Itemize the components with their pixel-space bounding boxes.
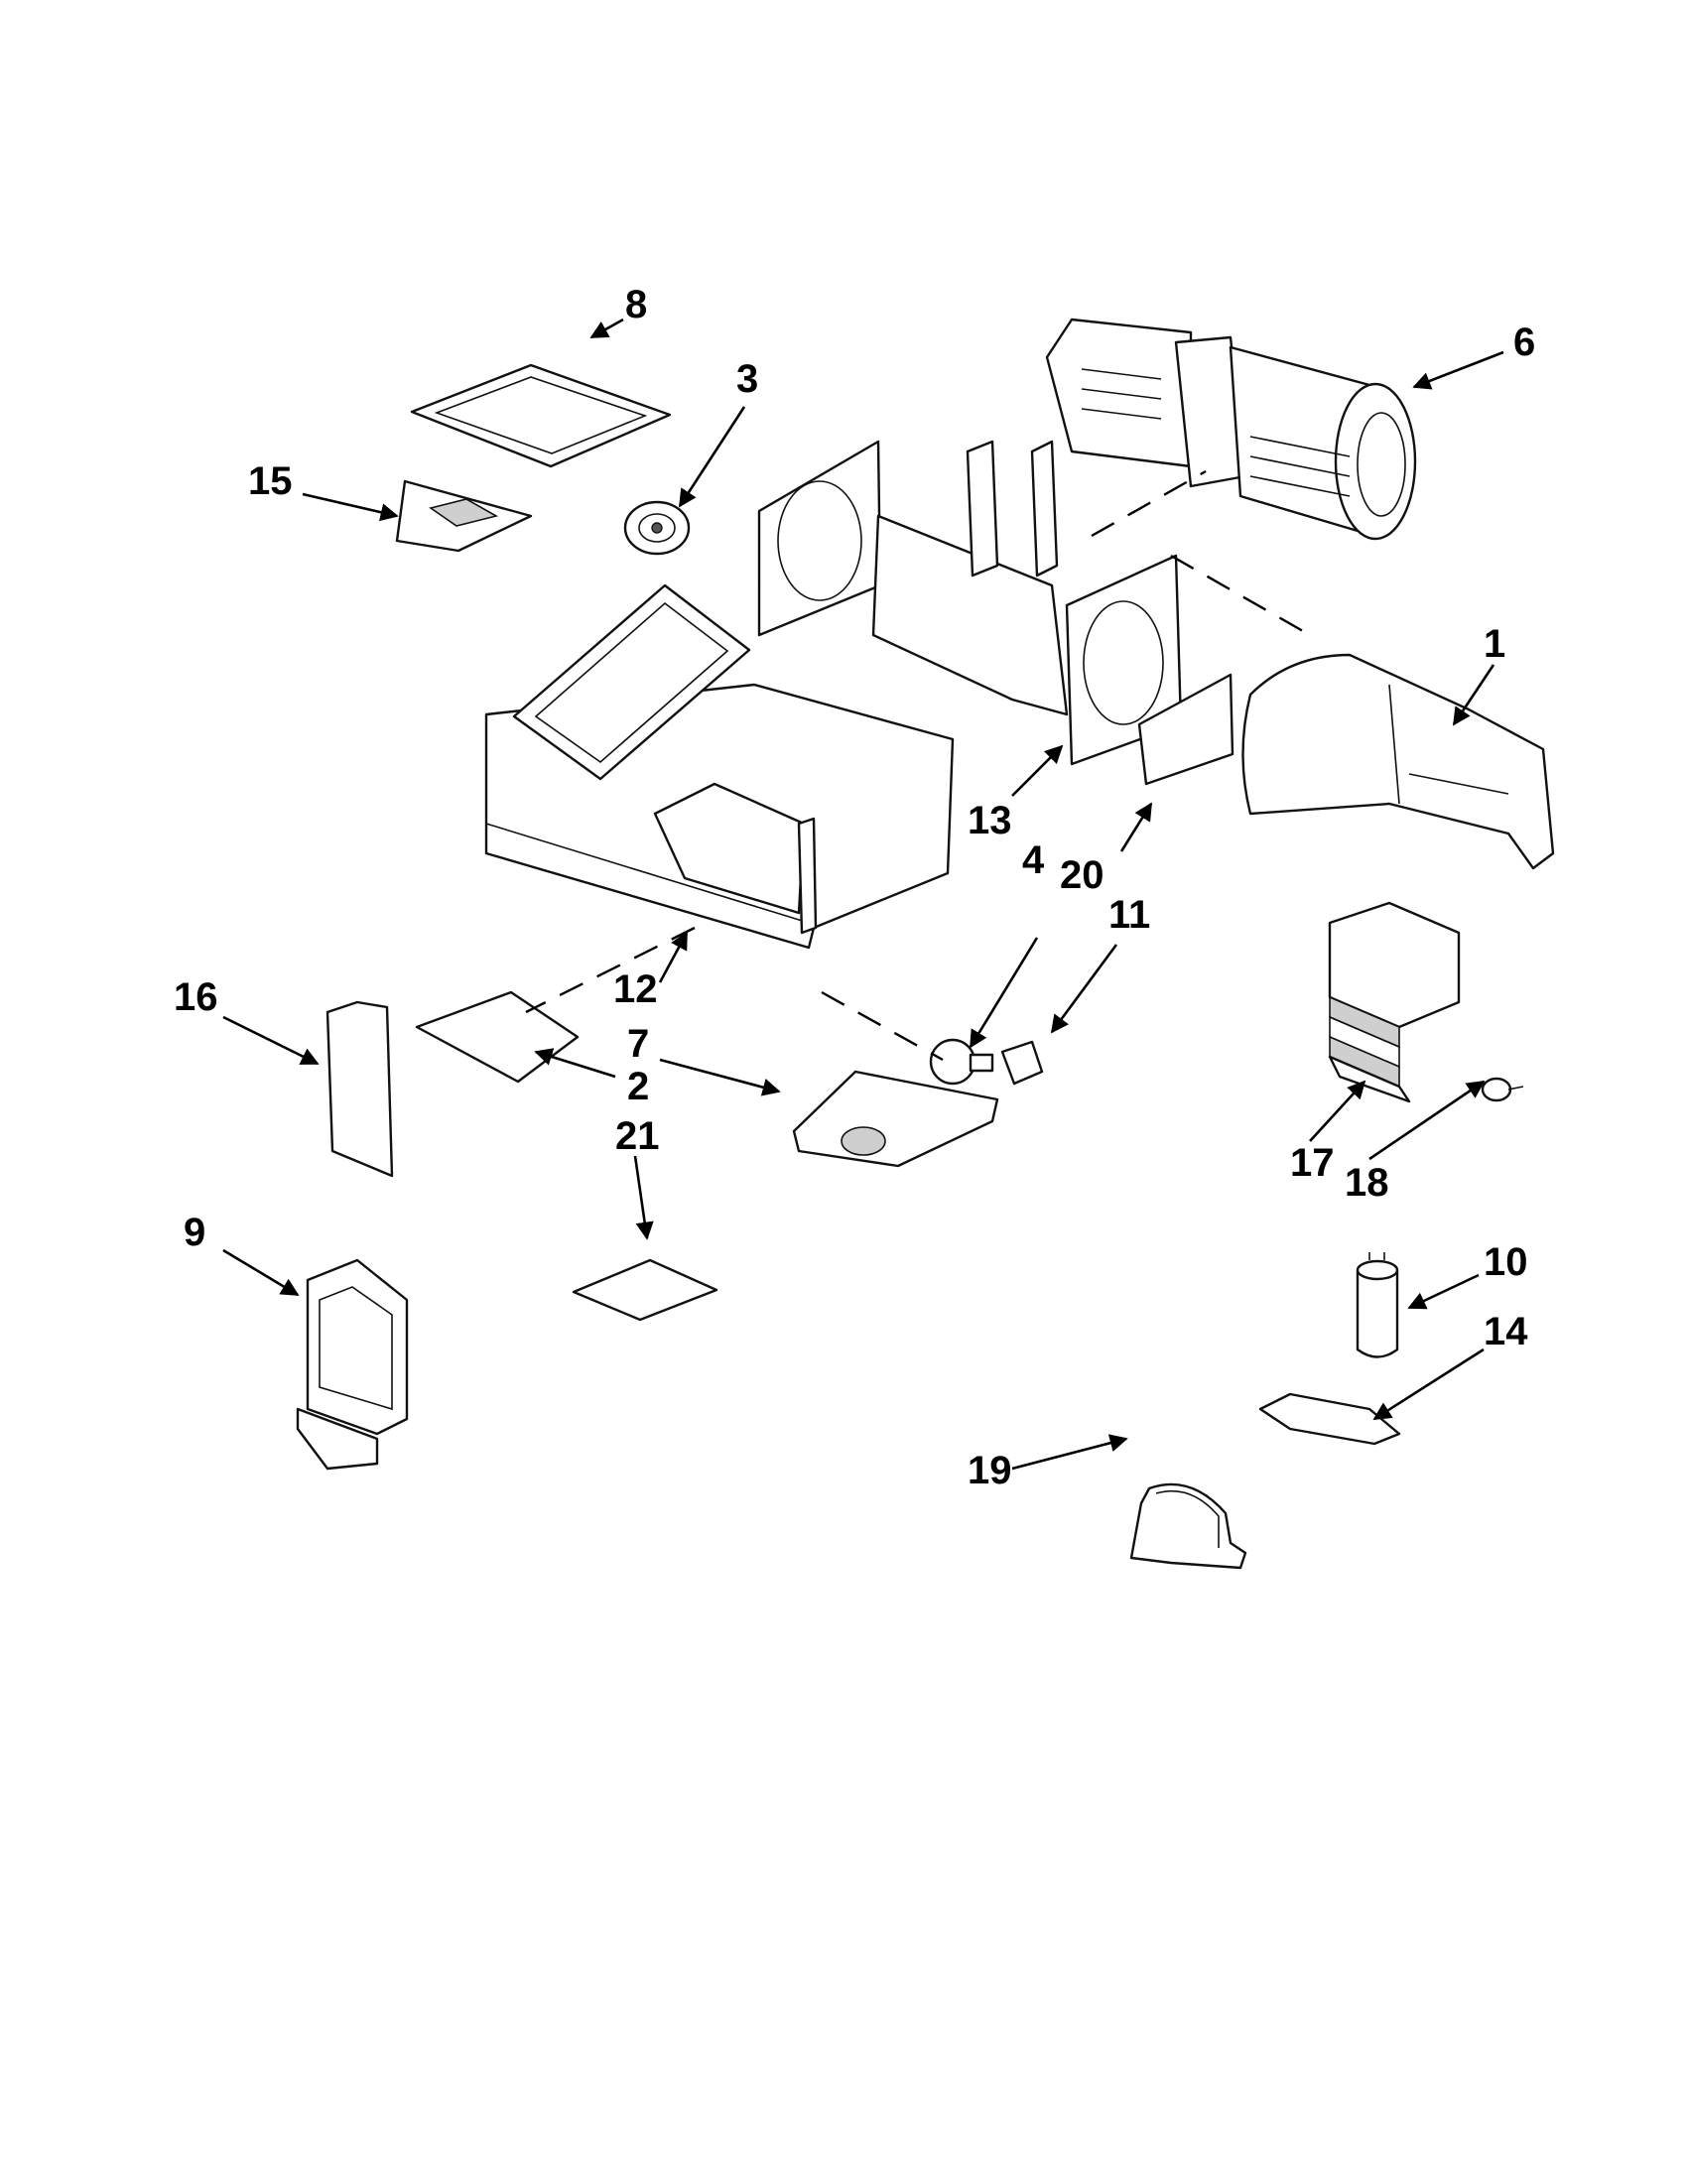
callout-20: 20 — [1060, 853, 1104, 897]
part-13-blower-housing-frame[interactable] — [757, 440, 1183, 766]
part-15-charcoal-filter[interactable] — [395, 479, 533, 553]
part-8-filter-frame[interactable] — [410, 363, 672, 468]
part-17-transformer[interactable] — [1328, 901, 1461, 1103]
callout-7: 7 — [627, 1022, 649, 1066]
callout-19: 19 — [968, 1449, 1012, 1492]
callout-18: 18 — [1345, 1161, 1389, 1205]
part-11-lamp-socket[interactable] — [1000, 1040, 1044, 1086]
part-14-capacitor-bracket[interactable] — [1258, 1392, 1401, 1446]
part-4-lamp[interactable] — [929, 1038, 994, 1086]
callout-16: 16 — [174, 975, 218, 1019]
callout-14: 14 — [1484, 1310, 1528, 1353]
callout-10: 10 — [1484, 1240, 1528, 1284]
part-20-baffle[interactable] — [1137, 673, 1234, 786]
leader-arrows — [222, 318, 1504, 1471]
part-21-label[interactable] — [572, 1258, 718, 1322]
part-12-base-cabinet[interactable] — [484, 583, 955, 950]
callout-9: 9 — [184, 1211, 205, 1254]
part-19-grille[interactable] — [1129, 1482, 1247, 1570]
part-6-blower-motor[interactable] — [1045, 318, 1417, 541]
part-16-cover-plate[interactable] — [325, 1000, 394, 1178]
callout-17: 17 — [1290, 1141, 1335, 1185]
callout-12: 12 — [613, 967, 658, 1011]
assembly-lines — [525, 469, 1311, 1062]
callout-11: 11 — [1108, 893, 1150, 937]
callout-6: 6 — [1513, 321, 1535, 364]
part-10-capacitor[interactable] — [1356, 1252, 1399, 1358]
callout-3: 3 — [736, 357, 758, 401]
callout-2: 2 — [627, 1065, 649, 1108]
callout-15: 15 — [248, 459, 293, 503]
callout-labels: 8 3 15 6 1 13 4 20 11 12 16 7 2 21 9 17 … — [174, 283, 1535, 1492]
callout-13: 13 — [968, 799, 1012, 842]
part-1-duct-cover[interactable] — [1241, 653, 1555, 870]
part-3-stirrer[interactable] — [623, 500, 691, 556]
part-9-bracket-box[interactable] — [296, 1258, 409, 1471]
part-18-thermal-protector[interactable] — [1481, 1077, 1524, 1102]
callout-1: 1 — [1484, 622, 1505, 666]
callout-21: 21 — [615, 1114, 660, 1158]
part-7-vent-plate[interactable] — [792, 1070, 999, 1168]
callout-4: 4 — [1022, 838, 1045, 882]
callout-8: 8 — [625, 283, 647, 326]
part-2-shield-plate[interactable] — [415, 990, 580, 1084]
